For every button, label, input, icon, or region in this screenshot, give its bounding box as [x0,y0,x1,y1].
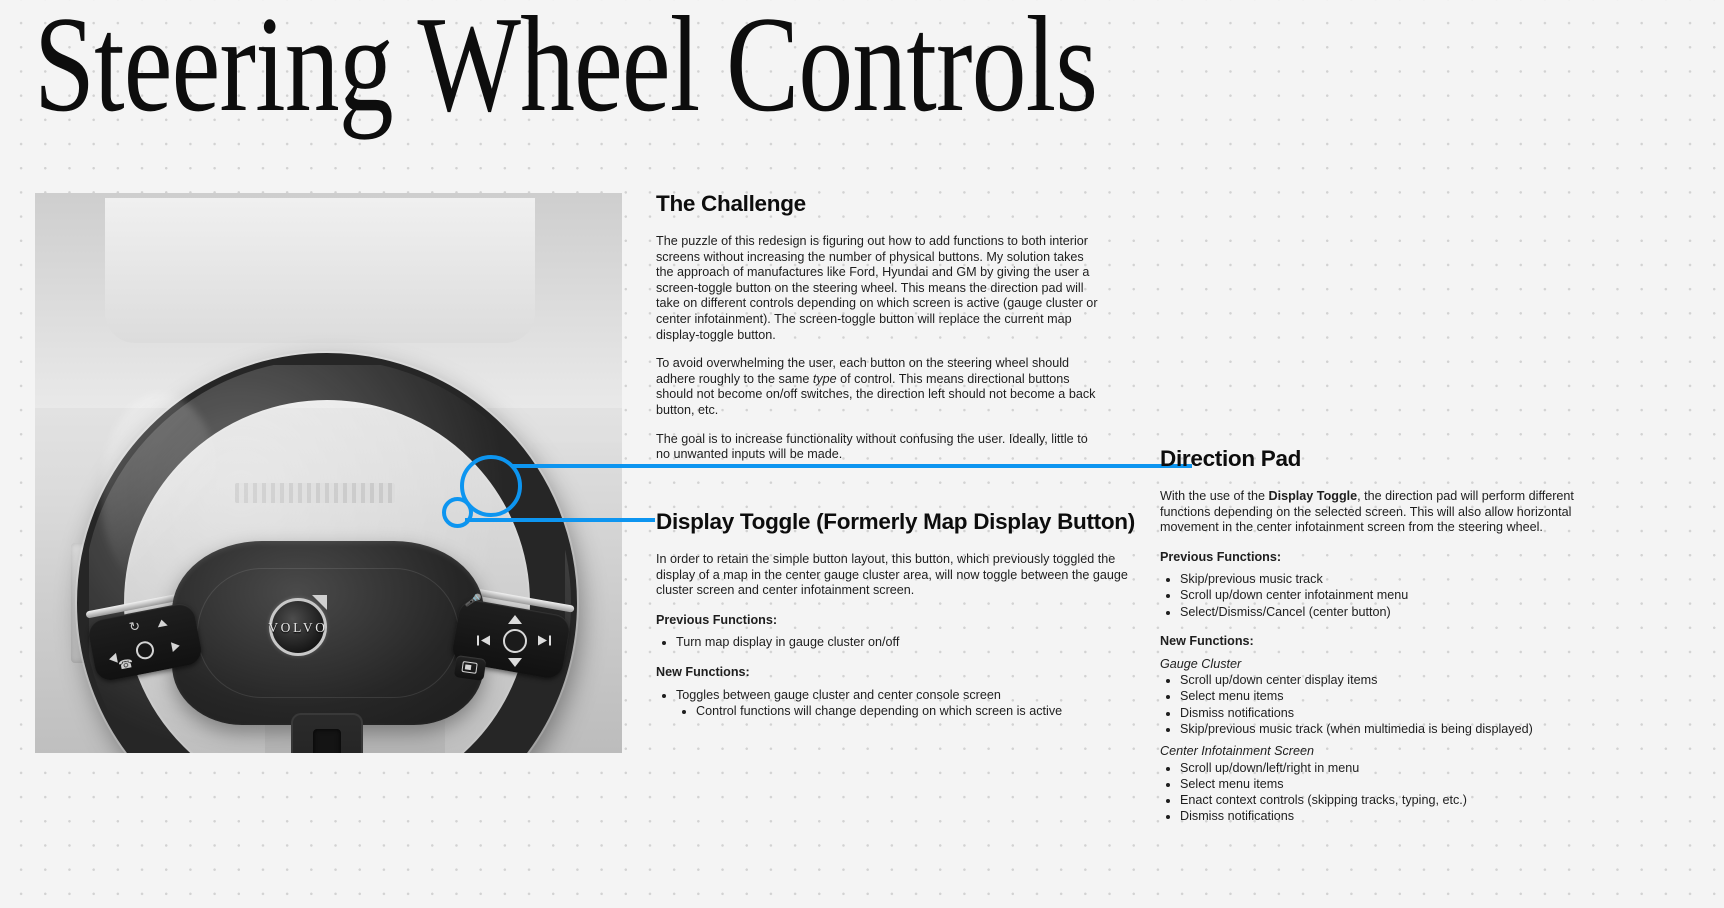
list-item: Scroll up/down center display items [1180,673,1585,689]
list-item: Scroll up/down center infotainment menu [1180,588,1585,604]
display-toggle-previous-label: Previous Functions: [656,612,778,627]
display-toggle-heading: Display Toggle (Formerly Map Display But… [656,509,1135,534]
direction-pad-previous-list: Skip/previous music track Scroll up/down… [1180,572,1585,620]
center-infotainment-label: Center Infotainment Screen [1160,744,1315,759]
display-toggle-previous-list: Turn map display in gauge cluster on/off [676,635,1156,651]
list-item: Enact context controls (skipping tracks,… [1180,793,1585,809]
triangle-up-icon[interactable] [156,618,168,628]
direction-pad-section: Direction Pad With the use of the Displa… [1160,445,1585,825]
list-item: Control functions will change depending … [696,704,1156,720]
list-item-label: Toggles between gauge cluster and center… [676,687,1001,702]
dpad-next-track-icon[interactable] [537,634,551,647]
challenge-p2-emphasis: type [812,371,837,386]
challenge-paragraph-1: The puzzle of this redesign is figuring … [656,234,1098,342]
page-title: Steering Wheel Controls [34,0,1098,140]
annotation-line-display-toggle [465,518,655,522]
dpad-down-icon[interactable] [508,658,522,667]
wheel-lower-spoke [291,713,363,753]
steering-wheel-photo: VOLVO ↻ ☎ 🎤 [35,193,622,753]
volvo-badge: VOLVO [255,595,341,656]
phone-icon[interactable]: ☎ [117,655,135,673]
dpad-previous-track-icon[interactable] [477,634,491,647]
direction-pad-new-label: New Functions: [1160,634,1254,649]
challenge-section: The Challenge The puzzle of this redesig… [656,190,1100,463]
volvo-arrow-icon [312,595,327,610]
challenge-paragraph-2: To avoid overwhelming the user, each but… [656,356,1100,418]
display-toggle-button[interactable] [453,655,487,681]
display-toggle-new-sublist: Control functions will change depending … [696,704,1156,720]
challenge-paragraph-3: The goal is to increase functionality wi… [656,431,1088,462]
gauge-cluster-label: Gauge Cluster [1160,656,1242,671]
list-item: Select/Dismiss/Cancel (center button) [1180,605,1585,621]
direction-pad-paragraph: With the use of the Display Toggle, the … [1160,489,1585,536]
direction-pad-heading: Direction Pad [1160,446,1302,471]
list-item: Dismiss notifications [1180,809,1585,825]
list-item: Dismiss notifications [1180,706,1585,722]
voice-command-icon[interactable]: 🎤 [464,591,483,610]
dpad-p-part-b: , the direction pad will perform differe… [1160,489,1574,535]
direction-pad-previous-label: Previous Functions: [1160,549,1282,564]
list-item: Select menu items [1180,689,1585,705]
list-item: Turn map display in gauge cluster on/off [676,635,1156,651]
direction-pad-control[interactable] [475,615,553,667]
challenge-p2-part-a: To avoid overwhelming the user, each but… [656,356,1070,386]
volvo-wordmark: VOLVO [268,620,328,635]
dpad-p-part-a: With the use of the [1160,489,1269,503]
display-toggle-paragraph: In order to retain the simple button lay… [656,552,1128,598]
center-infotainment-function-list: Scroll up/down/left/right in menu Select… [1180,761,1585,825]
annotation-line-direction-pad [512,464,1192,468]
arrow-right-icon[interactable] [170,640,181,653]
list-item: Select menu items [1180,777,1585,793]
gauge-cluster-function-list: Scroll up/down center display items Sele… [1180,673,1585,737]
steering-wheel: VOLVO ↻ ☎ 🎤 [77,353,577,753]
windshield [105,198,535,343]
display-screen-icon [461,660,478,674]
display-toggle-section: Display Toggle (Formerly Map Display But… [656,508,1156,720]
display-toggle-new-label: New Functions: [656,664,750,679]
dpad-p-bold-term: Display Toggle [1268,489,1358,503]
dpad-up-icon[interactable] [508,615,522,624]
list-item: Skip/previous music track [1180,572,1585,588]
list-item: Skip/previous music track (when multimed… [1180,722,1585,738]
challenge-heading: The Challenge [656,191,806,216]
list-item: Toggles between gauge cluster and center… [676,688,1156,720]
volvo-iron-mark-icon [269,595,327,656]
cruise-set-icon[interactable] [134,639,156,661]
dpad-select-button[interactable] [503,629,527,653]
list-item: Scroll up/down/left/right in menu [1180,761,1585,777]
challenge-p2-part-b: of control. This means directional butto… [656,371,1096,417]
display-toggle-new-list: Toggles between gauge cluster and center… [676,688,1156,720]
